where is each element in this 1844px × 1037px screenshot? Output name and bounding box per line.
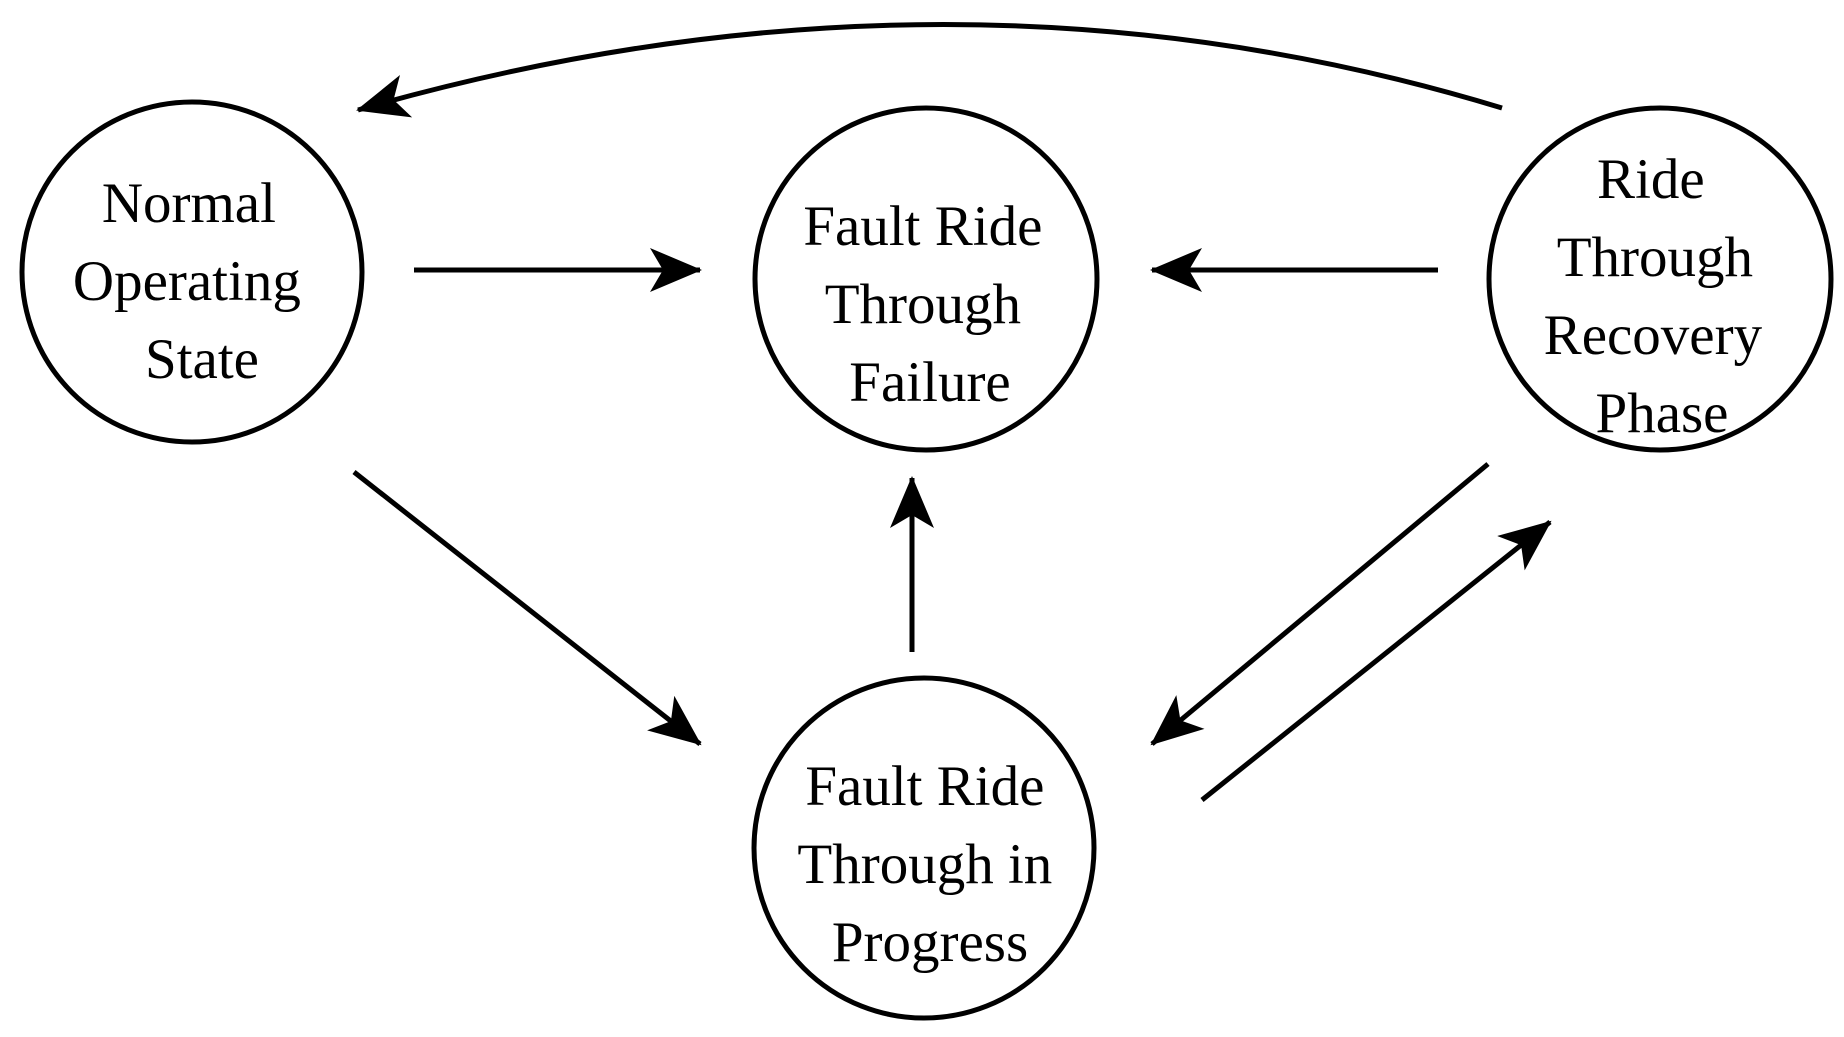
node-label-line: Ride <box>1597 148 1705 211</box>
node-label-line: Fault Ride <box>803 195 1042 258</box>
edge-progress-to-recovery <box>1200 520 1552 802</box>
node-label-line: Through <box>1557 226 1753 289</box>
edges <box>352 22 1552 802</box>
node-circle <box>751 675 1097 1021</box>
node-label-line: Phase <box>1596 382 1729 445</box>
node-circle <box>1486 105 1834 453</box>
node-label-line: Failure <box>849 351 1010 414</box>
node-circle <box>752 105 1100 453</box>
svg-text:Ride Through Recov: Ride Through Recovery Phase <box>1544 148 1777 445</box>
svg-text:Fault Ride Through: Fault Ride Through Failure <box>803 195 1056 414</box>
svg-text:Fault Ride Through in: Fault Ride Through in Progress <box>797 755 1066 974</box>
node-label-line: Fault Ride <box>805 755 1044 818</box>
node-circle <box>19 99 365 445</box>
node-label-line: Operating <box>73 250 301 313</box>
edge-recovery-to-normal <box>356 22 1503 118</box>
edge-normal-to-progress <box>352 470 702 746</box>
node-label-line: Through in <box>797 833 1052 896</box>
node-fault-ride-through-in-progress: Fault Ride Through in Progress <box>751 675 1097 1021</box>
node-label-line: Recovery <box>1544 304 1763 367</box>
node-ride-through-recovery-phase: Ride Through Recovery Phase <box>1486 105 1834 453</box>
node-label-line: Through <box>825 273 1021 336</box>
node-label-line: Progress <box>832 911 1028 974</box>
edge-recovery-to-progress <box>1150 462 1490 746</box>
node-fault-ride-through-failure: Fault Ride Through Failure <box>752 105 1100 453</box>
node-normal-operating-state: Normal Operating State <box>19 99 365 445</box>
node-label-line: Normal <box>102 172 276 235</box>
node-label-line: State <box>145 328 259 391</box>
svg-text:Normal Operating S: Normal Operating State <box>73 172 315 391</box>
